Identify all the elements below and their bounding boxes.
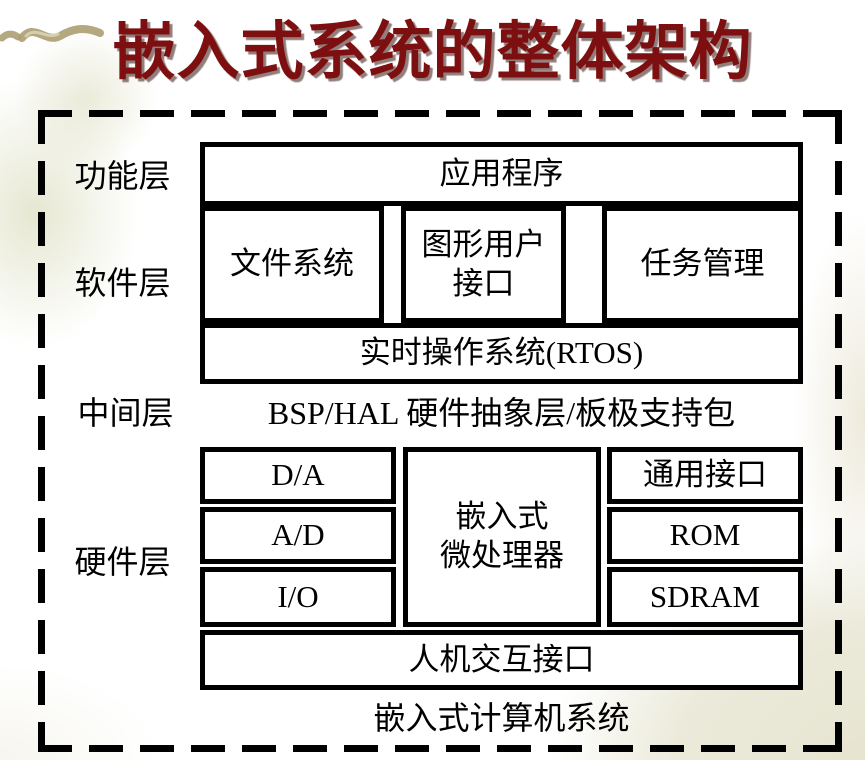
ad-box: A/D [200, 507, 396, 564]
rtos-box: 实时操作系统(RTOS) [200, 323, 803, 384]
sdram-box: SDRAM [607, 567, 803, 627]
general-interface-box: 通用接口 [607, 447, 803, 504]
microprocessor-box-line2: 微处理器 [440, 538, 564, 573]
frame-border-top [38, 110, 842, 117]
gui-box-line2: 接口 [452, 265, 515, 301]
frame-border-left [38, 110, 45, 752]
frame-border-right [835, 110, 842, 752]
vine-decoration-icon [0, 25, 104, 42]
slide-title: 嵌入式系统的整体架构 [112, 16, 753, 87]
rom-box: ROM [607, 507, 803, 564]
microprocessor-box-line1: 嵌入式 [455, 499, 549, 535]
microprocessor-box: 嵌入式 微处理器 [403, 447, 601, 627]
hmi-box: 人机交互接口 [200, 630, 803, 690]
diagram-caption: 嵌入式计算机系统 [373, 700, 630, 736]
layer-label-hardware: 硬件层 [74, 544, 171, 580]
bsp-hal-text: BSP/HAL 硬件抽象层/板极支持包 [267, 395, 736, 431]
file-system-box: 文件系统 [200, 206, 384, 323]
frame-border-bottom [38, 745, 842, 752]
gui-box: 图形用户 接口 [401, 206, 566, 323]
layer-label-software: 软件层 [74, 265, 171, 301]
gui-box-line1: 图形用户 [421, 226, 546, 262]
io-box: I/O [200, 567, 396, 627]
da-box: D/A [200, 447, 396, 504]
layer-label-middle: 中间层 [77, 395, 174, 431]
task-management-box: 任务管理 [602, 206, 803, 323]
layer-label-function: 功能层 [74, 158, 171, 194]
application-box: 应用程序 [200, 142, 803, 206]
